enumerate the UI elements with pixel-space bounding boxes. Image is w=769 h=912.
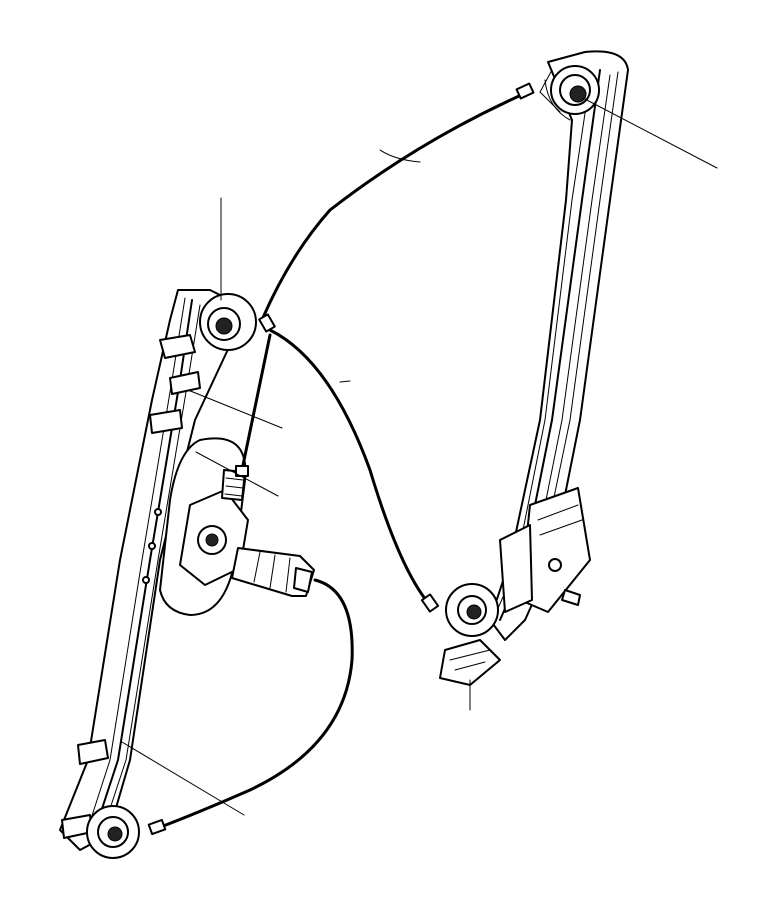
regulator-motor [159, 437, 315, 616]
leader-line-top-right-pulley [582, 97, 718, 169]
tick-mark [339, 380, 351, 383]
door-outline-fragment [379, 149, 421, 163]
leader-line-motor [195, 451, 279, 497]
callout-leaders [121, 97, 718, 816]
regulator-cables [147, 82, 535, 836]
left-guide-rail [59, 289, 241, 851]
leader-line-cable-clip [187, 389, 283, 429]
top-left-pulley [199, 293, 257, 351]
top-right-pulley [544, 65, 600, 121]
leader-line-lower-rail [121, 741, 245, 816]
right-guide-rail [489, 50, 629, 641]
bottom-right-carrier [439, 487, 591, 686]
bottom-left-pulley [86, 805, 140, 859]
